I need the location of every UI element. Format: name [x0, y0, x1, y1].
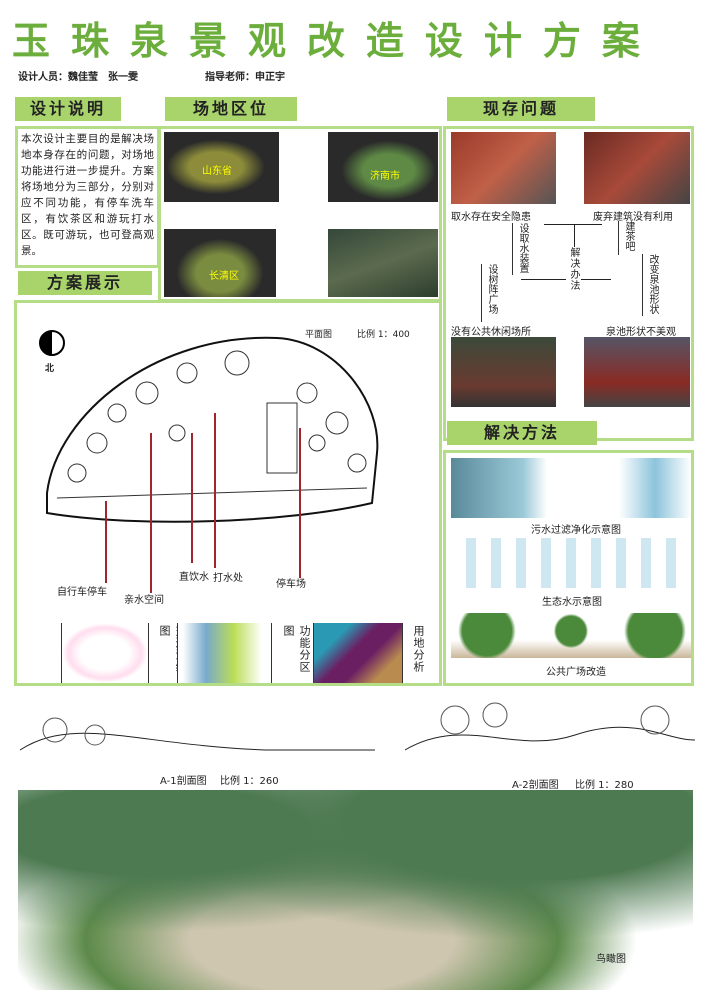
title-char: 案: [601, 18, 642, 63]
solutions-box: 污水过滤净化示意图 生态水示意图 公共广场改造: [443, 450, 694, 686]
function-zoning-diagram: [177, 623, 272, 683]
title-char: 玉: [12, 18, 53, 63]
solution-caption: 污水过滤净化示意图: [531, 525, 621, 536]
sewage-filter-diagram: [451, 458, 691, 518]
problem-caption: 泉池形状不美观: [606, 327, 676, 338]
title-char: 造: [365, 18, 406, 63]
title-char: 珠: [70, 18, 111, 63]
plaza-diagram: [451, 613, 691, 658]
plan-drawing: [46, 336, 379, 523]
label-scheme-display: 方案展示: [18, 271, 152, 295]
section-a2-title: A-2剖面图: [512, 780, 559, 791]
site-map-shandong: 山东省: [164, 132, 279, 202]
problem-caption: 取水存在安全隐患: [451, 212, 531, 223]
north-arrow-icon: [39, 330, 65, 356]
plan-label: 直饮水: [179, 572, 209, 583]
solution-tag: 设树阵广场: [481, 264, 499, 322]
solution-caption: 公共广场改造: [546, 667, 606, 678]
analysis-label: 功能分区图: [282, 625, 311, 673]
problems-box: 取水存在安全隐患 废弃建筑没有利用 设取水装置 建茶吧 设树阵广场 改变泉池形状…: [443, 126, 694, 441]
aerial-view: 鸟瞰图: [18, 790, 693, 990]
map-label: 长清区: [209, 271, 239, 282]
problem-photo-1: [451, 132, 556, 204]
land-use-diagram: [313, 623, 403, 683]
solution-caption: 生态水示意图: [542, 597, 602, 608]
section-a1-scale: 比例 1：260: [220, 776, 279, 787]
map-label: 山东省: [202, 166, 232, 177]
title-char: 改: [306, 18, 347, 63]
site-location-box: 山东省 济南市 长清区: [158, 126, 442, 302]
label-existing-problems: 现存问题: [447, 97, 595, 121]
plan-label: 停车场: [276, 579, 306, 590]
site-map-satellite: [328, 229, 438, 297]
problem-caption: 废弃建筑没有利用: [593, 212, 673, 223]
title-char: 景: [188, 18, 229, 63]
north-label: 北: [45, 364, 55, 374]
label-site-location: 场地区位: [165, 97, 297, 121]
advisor: 指导老师：申正宇: [205, 72, 285, 83]
plan-scale: 比例 1：400: [357, 330, 410, 340]
map-label: 济南市: [370, 171, 400, 182]
title-char: 观: [247, 18, 288, 63]
problem-photo-2: [584, 132, 690, 204]
plan-box: 北 平面图 比例 1：400 自行车停车 亲水空间 直饮水 打水处 停车场 交通…: [14, 300, 442, 686]
problem-photo-4: [584, 337, 690, 407]
plan-title: 平面图: [305, 330, 333, 340]
label-design-notes: 设计说明: [15, 97, 121, 121]
site-map-jinan: 济南市: [328, 132, 438, 202]
title-char: 方: [542, 18, 583, 63]
design-notes-box: 本次设计主要目的是解决场地本身存在的问题，对场地功能进行进一步提升。方案将场地分…: [15, 126, 160, 268]
plan-label: 自行车停车: [57, 587, 107, 598]
section-a2-scale: 比例 1：280: [575, 780, 634, 791]
problem-photo-3: [451, 337, 556, 407]
analysis-label: 用地分析: [412, 625, 425, 673]
solution-tag: 建茶吧: [618, 221, 636, 255]
problem-caption: 没有公共休闲场所: [451, 327, 531, 338]
solution-tag: 改变泉池形状: [642, 254, 660, 316]
solution-center-label: 解决办法: [566, 247, 581, 291]
section-a1-title: A-1剖面图: [160, 776, 207, 787]
poster-title: 玉珠泉景观改造设计方案: [12, 10, 642, 65]
aerial-label: 鸟瞰图: [596, 954, 626, 965]
traffic-diagram: [61, 623, 149, 683]
design-notes-text: 本次设计主要目的是解决场地本身存在的问题，对场地功能进行进一步提升。方案将场地分…: [21, 133, 154, 257]
solution-tag: 设取水装置: [512, 223, 530, 275]
label-solutions: 解决方法: [447, 421, 597, 445]
title-char: 设: [424, 18, 465, 63]
plan-label: 打水处: [213, 573, 243, 584]
site-map-changqing: 长清区: [164, 229, 276, 297]
ecological-water-diagram: [451, 538, 691, 588]
plan-label: 亲水空间: [124, 595, 164, 606]
section-drawings: [19, 702, 695, 751]
title-char: 泉: [129, 18, 170, 63]
title-char: 计: [483, 18, 524, 63]
designers: 设计人员：魏佳莹 张一雯: [18, 72, 138, 83]
